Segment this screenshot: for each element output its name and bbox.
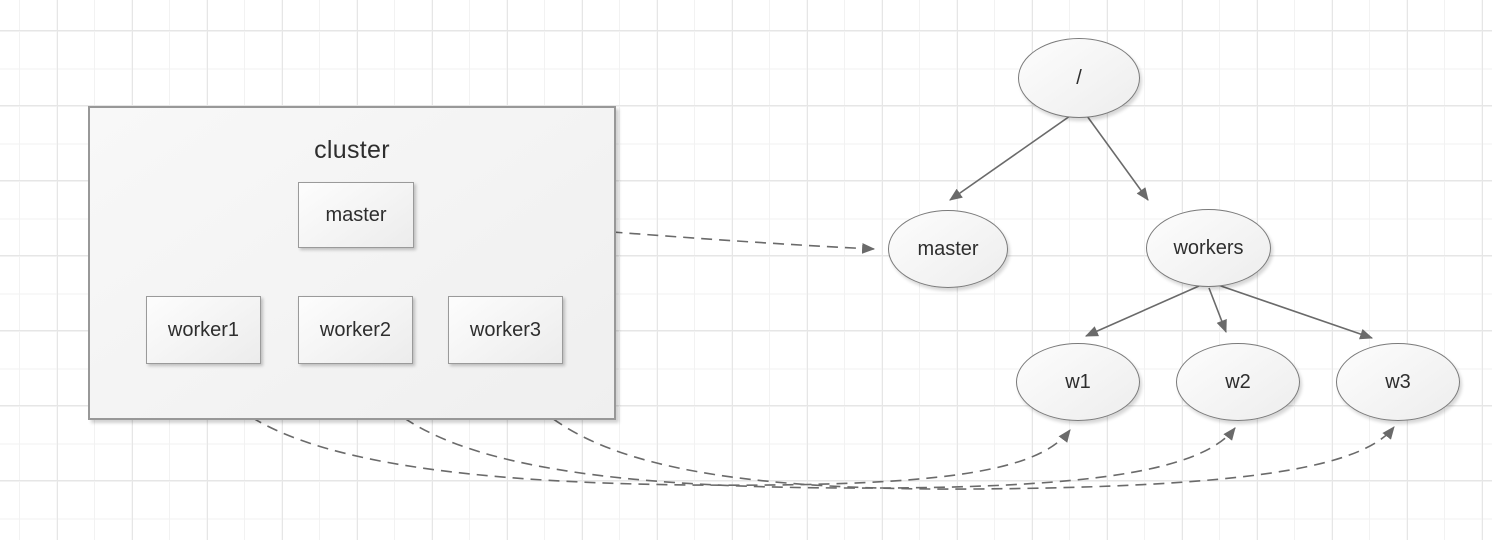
worker2-box-label: worker2 [319,318,392,341]
tree-root-node[interactable]: / [1018,38,1140,118]
cluster-container[interactable]: cluster [88,106,616,420]
edge-worker1-to-w1[interactable] [203,364,1071,486]
edge-worker3-to-w3[interactable] [505,364,1395,490]
worker1-box-label: worker1 [167,318,240,341]
tree-workers-node[interactable]: workers [1146,209,1271,287]
tree-w2-label: w2 [1225,370,1251,393]
worker3-box[interactable]: worker3 [448,296,563,364]
tree-master-label: master [917,237,979,260]
master-box[interactable]: master [298,182,414,248]
tree-w1-node[interactable]: w1 [1016,343,1140,421]
worker2-box[interactable]: worker2 [298,296,413,364]
tree-w3-label: w3 [1385,370,1411,393]
worker1-box[interactable]: worker1 [146,296,261,364]
tree-root-label: / [1076,66,1082,89]
master-box-label: master [325,203,387,226]
tree-w3-node[interactable]: w3 [1336,343,1460,421]
edge-workers-to-w2[interactable] [1208,287,1227,334]
edge-workers-to-w1[interactable] [1085,285,1200,337]
cluster-title: cluster [314,136,390,164]
worker3-box-label: worker3 [469,318,542,341]
tree-workers-label: workers [1173,236,1244,259]
tree-w2-node[interactable]: w2 [1176,343,1300,421]
edge-root-to-workers[interactable] [1086,115,1149,201]
tree-master-node[interactable]: master [888,210,1008,288]
edge-root-to-master[interactable] [949,115,1071,201]
tree-w1-label: w1 [1065,370,1091,393]
edge-worker2-to-w2[interactable] [356,364,1236,489]
edge-workers-to-w3[interactable] [1217,284,1374,340]
